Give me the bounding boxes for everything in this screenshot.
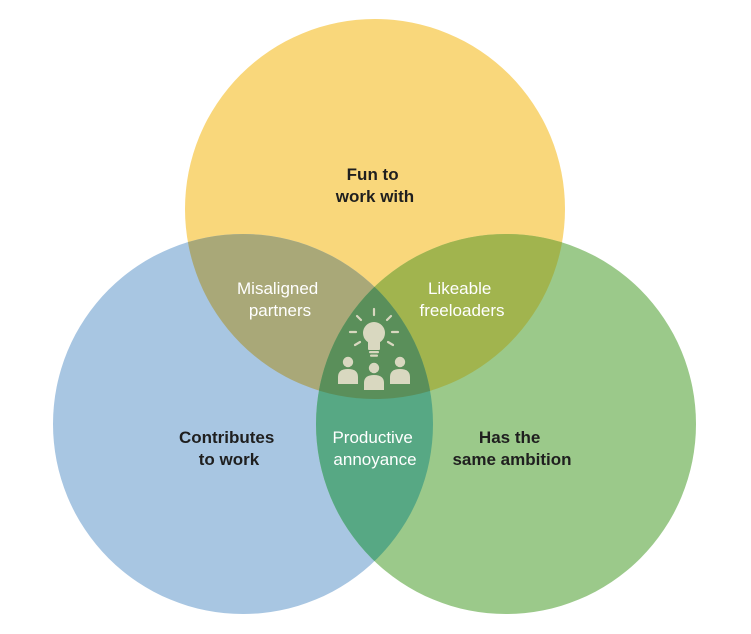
label-top: Fun to work with bbox=[335, 165, 414, 206]
label-top-left: Misaligned partners bbox=[237, 279, 323, 320]
person-right-icon bbox=[390, 356, 410, 384]
label-right: Has the same ambition bbox=[452, 428, 571, 469]
person-left-icon bbox=[338, 356, 358, 384]
lightbulb-rays-icon bbox=[348, 307, 400, 347]
label-left: Contributes to work bbox=[179, 428, 279, 469]
overlap-top-right bbox=[316, 234, 565, 399]
person-center-icon bbox=[364, 362, 384, 390]
label-left-right: Productive annoyance bbox=[332, 428, 417, 469]
overlap-top-left bbox=[185, 234, 433, 399]
lightbulb-icon bbox=[363, 322, 385, 357]
label-top-right: Likeable freeloaders bbox=[419, 279, 504, 320]
lightbulb-with-team-icon bbox=[338, 307, 410, 390]
